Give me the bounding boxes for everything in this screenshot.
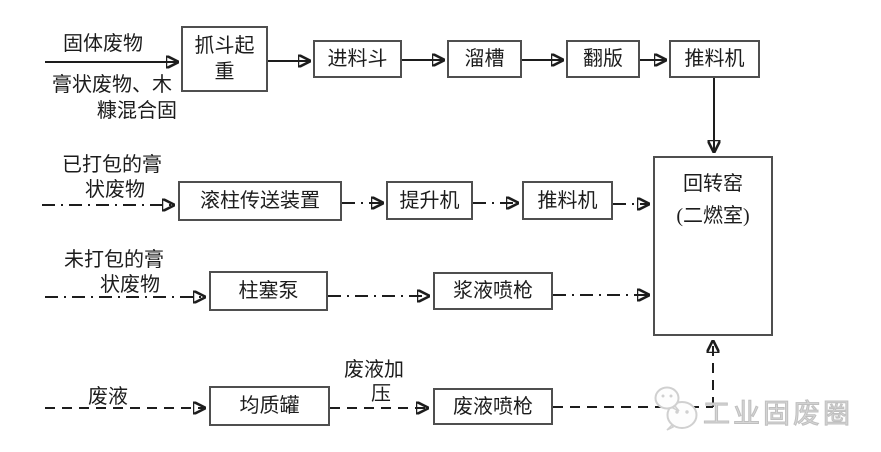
label-liquid-pressurize-line1: 废液加 (344, 359, 404, 381)
label-liquid-pressurize-line2: 压 (371, 383, 391, 405)
rotary-kiln-label-line2: (二燃室) (676, 205, 750, 227)
label-waste-liquid: 废液 (88, 386, 128, 408)
label-solid-waste: 固体废物 (63, 33, 143, 55)
label-packed-paste-line2: 状废物 (85, 179, 145, 201)
box-pusher-top: 推料机 (669, 40, 760, 78)
box-elevator: 提升机 (386, 181, 473, 220)
box-grab-crane: 抓斗起重 (181, 26, 268, 92)
box-chute: 溜槽 (447, 40, 522, 78)
label-paste-wood-line1: 膏状废物、木 (52, 74, 172, 96)
wechat-bubbles-icon (654, 386, 698, 431)
box-rotary-kiln: 回转窑 (二燃室) (653, 156, 773, 336)
label-unpacked-paste-line2: 状废物 (100, 274, 160, 296)
rotary-kiln-label-line1: 回转窑 (683, 173, 743, 195)
box-roller-conveyor: 滚柱传送装置 (178, 181, 342, 221)
box-slurry-spray-gun: 浆液喷枪 (433, 272, 553, 310)
box-flip-plate: 翻版 (566, 40, 640, 78)
label-paste-wood-line2: 糠混合固 (97, 100, 177, 122)
label-packed-paste-line1: 已打包的膏 (62, 154, 162, 176)
box-feed-hopper: 进料斗 (313, 40, 402, 78)
box-homogenizing-tank: 均质罐 (209, 386, 330, 426)
box-plunger-pump: 柱塞泵 (209, 271, 328, 311)
label-unpacked-paste-line1: 未打包的膏 (64, 249, 164, 271)
watermark-text: 工业固废圈 (703, 399, 853, 430)
box-pusher-mid: 推料机 (522, 181, 613, 220)
box-waste-liquid-spray-gun: 废液喷枪 (433, 388, 553, 425)
